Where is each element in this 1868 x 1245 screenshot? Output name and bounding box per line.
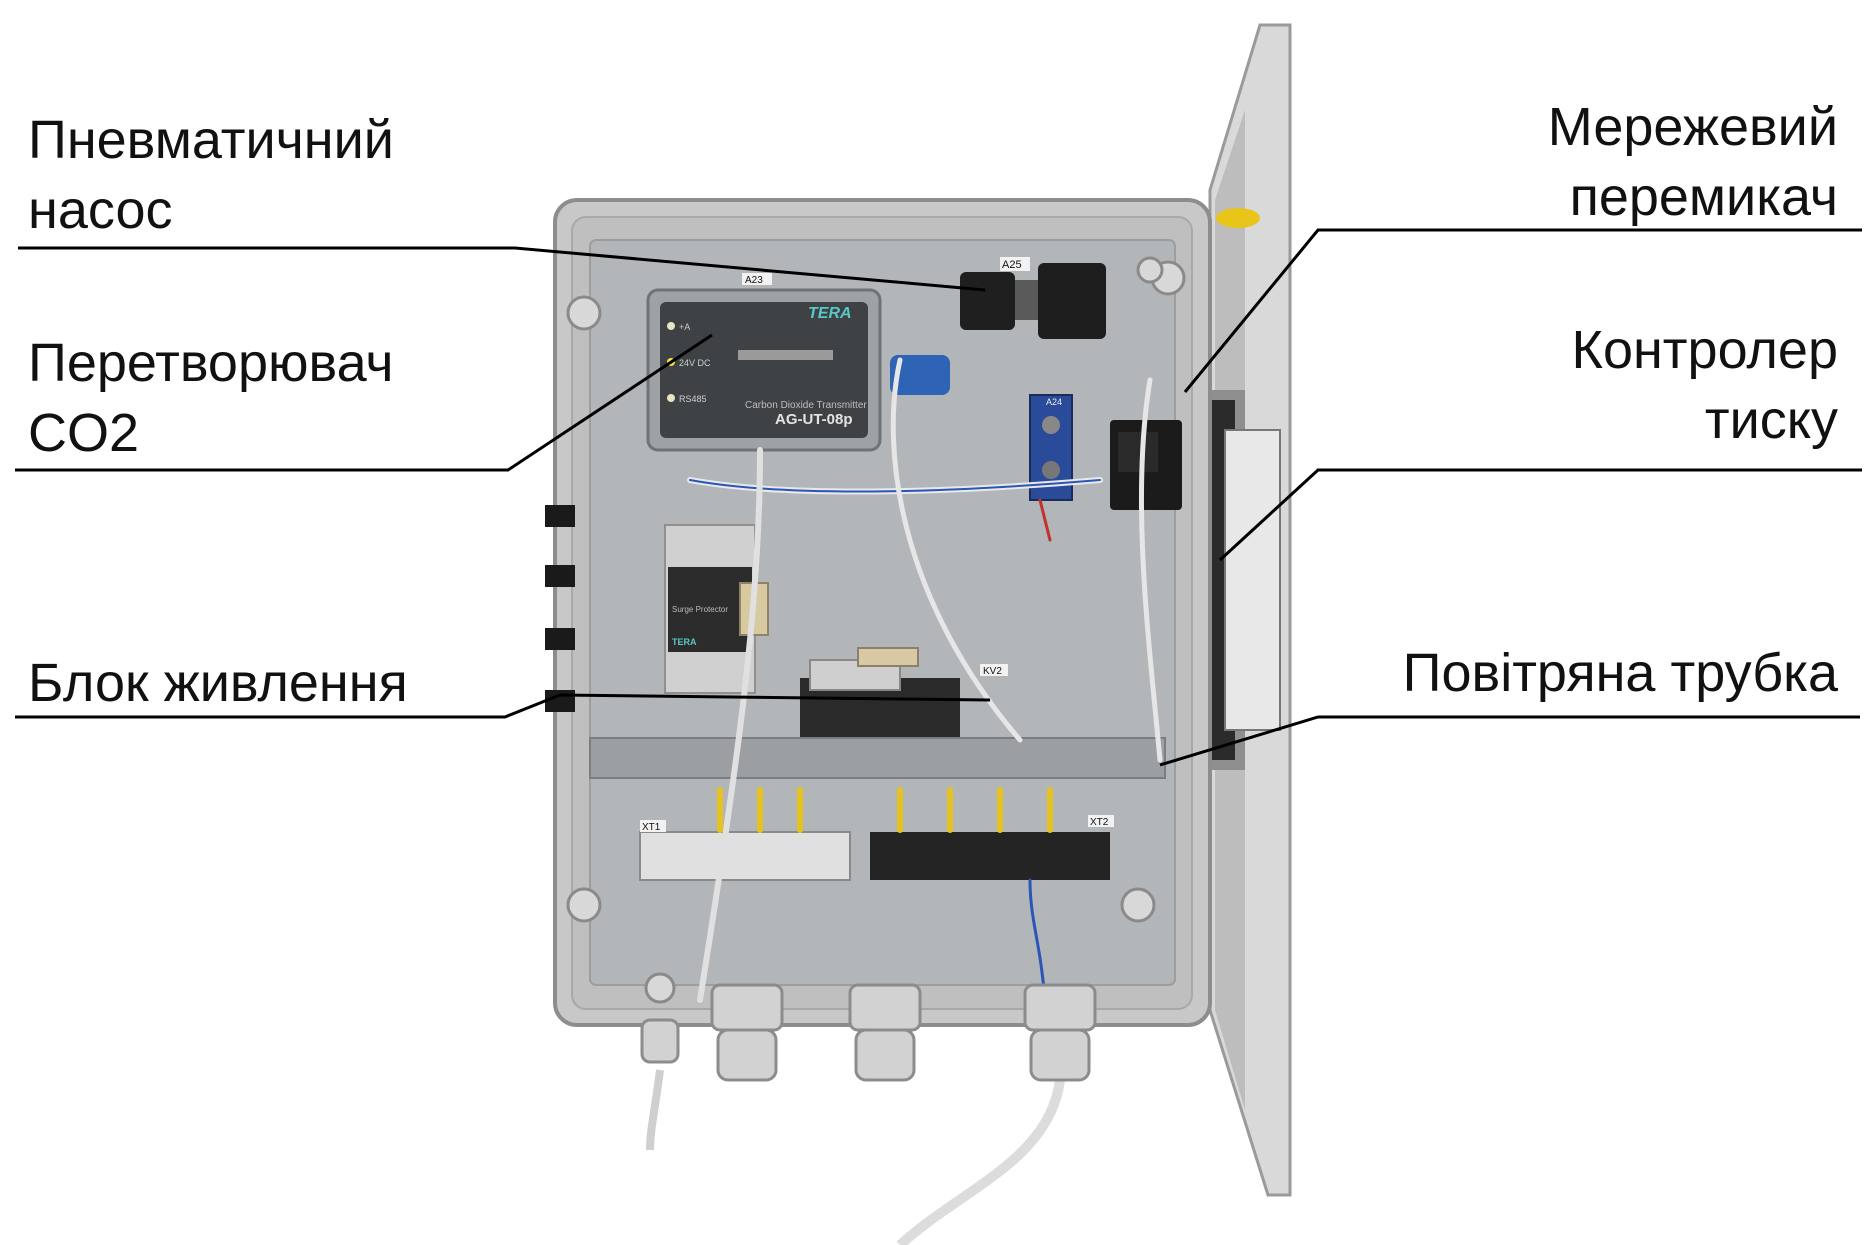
label-power-supply: Блок живлення — [28, 653, 408, 713]
terminal-strip-xt1: XT1 — [639, 820, 851, 881]
led-label-1: +A — [679, 322, 690, 332]
label-co2-line1: Перетворювач — [28, 333, 394, 393]
co2-transmitter: +A 24V DC RS485 TERA Carbon Dioxide Tran… — [646, 288, 882, 452]
led-label-2: 24V DC — [679, 358, 711, 368]
label-pump: Пневматичний насос — [28, 105, 394, 245]
leader-psu — [15, 693, 991, 719]
label-air-tube: Повітряна трубка — [1402, 643, 1838, 703]
surge-brand: TERA — [672, 637, 697, 647]
label-switch-line1: Мережевий — [1547, 97, 1838, 157]
pneumatic-pump: A25 — [960, 257, 1106, 339]
pressure-controller — [1110, 420, 1182, 510]
led-label-3: RS485 — [679, 394, 707, 404]
label-pump-line2: насос — [28, 180, 173, 240]
cable-duct — [589, 737, 1166, 779]
transmitter-caption: Carbon Dioxide Transmitter — [745, 400, 867, 411]
leader-co2 — [15, 333, 713, 472]
label-pump-line1: Пневматичний — [28, 110, 394, 170]
tag-a25: A25 — [1002, 259, 1022, 271]
leader-pump — [18, 246, 986, 292]
tag-a24: A24 — [1046, 397, 1062, 407]
transmitter-model: AG-UT-08p — [775, 411, 853, 428]
terminal-strip-xt2: XT2 — [870, 815, 1114, 880]
leader-switch — [1183, 228, 1862, 393]
tag-a23: A23 — [745, 275, 763, 286]
label-pressure-controller: Контролер тиску — [1572, 315, 1839, 455]
cable-glands — [640, 983, 1097, 1082]
leader-pressure — [1218, 468, 1862, 562]
tag-kv2: KV2 — [983, 666, 1002, 677]
label-pressure-line1: Контролер — [1571, 320, 1839, 380]
label-co2-line2: CO2 — [28, 403, 140, 463]
surge-title: Surge Protector — [672, 605, 728, 614]
tag-xt2: XT2 — [1090, 817, 1109, 828]
label-network-switch: Мережевий перемикач — [1548, 92, 1838, 232]
surge-protector: Surge Protector TERA — [664, 524, 769, 694]
label-switch-line2: перемикач — [1569, 167, 1838, 227]
brand-logo: TERA — [808, 305, 852, 322]
leader-lines — [15, 228, 1862, 767]
relay-block: KV2 — [800, 647, 1008, 743]
label-pressure-line2: тиску — [1704, 390, 1838, 450]
tag-xt1: XT1 — [642, 822, 661, 833]
label-co2-transmitter: Перетворювач CO2 — [28, 328, 394, 468]
wiring — [687, 357, 1163, 1003]
leader-tube — [1159, 715, 1860, 767]
